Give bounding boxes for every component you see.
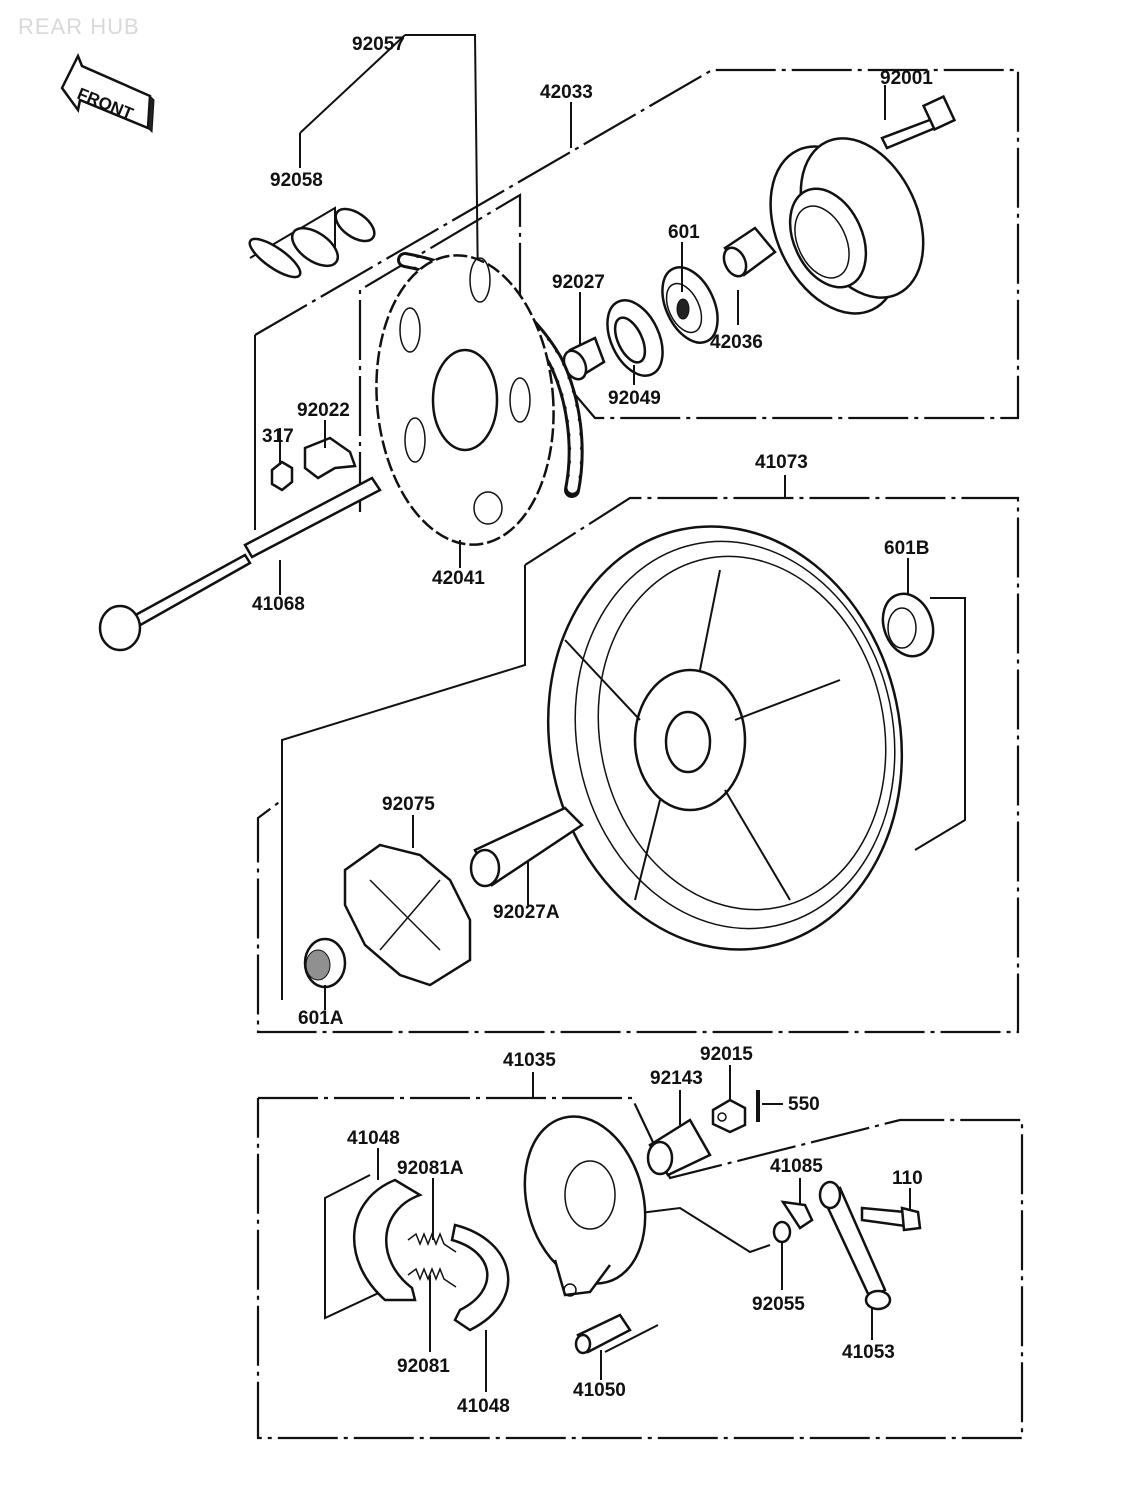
part-label-92027A[interactable]: 92027A <box>493 902 560 923</box>
part-label-317[interactable]: 317 <box>262 426 294 447</box>
part-label-92001[interactable]: 92001 <box>880 68 933 89</box>
collar-92027A[interactable] <box>469 806 584 888</box>
bearing-601B[interactable] <box>875 587 942 664</box>
part-label-41035[interactable]: 41035 <box>503 1050 556 1071</box>
part-label-41068[interactable]: 41068 <box>252 594 305 615</box>
part-label-42036[interactable]: 42036 <box>710 332 763 353</box>
oil-seal-92049[interactable] <box>596 292 673 385</box>
part-label-601A[interactable]: 601A <box>298 1008 344 1029</box>
part-label-550[interactable]: 550 <box>788 1094 820 1115</box>
diagram-title: REAR HUB <box>18 14 140 39</box>
bearing-601A[interactable] <box>303 937 347 989</box>
part-label-42033[interactable]: 42033 <box>540 82 593 103</box>
part-label-41048-bottom[interactable]: 41048 <box>457 1396 510 1417</box>
part-label-92049[interactable]: 92049 <box>608 388 661 409</box>
spring-92081A[interactable] <box>407 1231 457 1253</box>
brake-panel-41035[interactable] <box>507 1103 663 1297</box>
lock-washer-92022[interactable] <box>303 436 357 480</box>
part-label-41053[interactable]: 41053 <box>842 1342 895 1363</box>
brake-cam-41050[interactable] <box>574 1313 632 1355</box>
part-label-92015[interactable]: 92015 <box>700 1044 753 1065</box>
brake-shoe-41048-right[interactable] <box>450 1223 510 1332</box>
nut-92015[interactable] <box>711 1098 747 1134</box>
chain-joint-92058[interactable] <box>245 203 380 284</box>
part-label-601B[interactable]: 601B <box>884 538 929 559</box>
collar-92143[interactable] <box>646 1118 712 1177</box>
part-label-92057[interactable]: 92057 <box>352 34 405 55</box>
hub-damper-92075[interactable] <box>343 843 472 987</box>
part-label-41050[interactable]: 41050 <box>573 1380 626 1401</box>
brake-lever-41053[interactable] <box>818 1180 892 1311</box>
part-label-92055[interactable]: 92055 <box>752 1294 805 1315</box>
bolt-92001[interactable] <box>880 94 957 150</box>
wear-indicator-41085[interactable] <box>780 1200 814 1230</box>
spring-92081[interactable] <box>407 1266 457 1288</box>
part-label-92143[interactable]: 92143 <box>650 1068 703 1089</box>
part-label-41073[interactable]: 41073 <box>755 452 808 473</box>
rear-wheel-41073[interactable] <box>510 493 941 982</box>
brake-shoe-41048-left[interactable] <box>353 1178 423 1302</box>
part-label-92027[interactable]: 92027 <box>552 272 605 293</box>
sprocket-42041[interactable] <box>365 248 566 552</box>
front-direction-arrow-icon: FRONT <box>60 52 155 134</box>
part-label-41048-top[interactable]: 41048 <box>347 1128 400 1149</box>
part-label-92081[interactable]: 92081 <box>397 1356 450 1377</box>
part-label-92081A[interactable]: 92081A <box>397 1158 464 1179</box>
part-label-110[interactable]: 110 <box>892 1168 923 1189</box>
part-label-92058[interactable]: 92058 <box>270 170 323 191</box>
part-label-42041[interactable]: 42041 <box>432 568 485 589</box>
part-label-92022[interactable]: 92022 <box>297 400 350 421</box>
part-label-92075[interactable]: 92075 <box>382 794 435 815</box>
bearing-601[interactable] <box>651 259 728 352</box>
part-label-601[interactable]: 601 <box>668 222 700 243</box>
collar-42036[interactable] <box>720 226 777 280</box>
bolt-110[interactable] <box>860 1206 922 1232</box>
nut-317[interactable] <box>270 460 294 492</box>
sprocket-hub-42033[interactable] <box>745 119 947 335</box>
o-ring-92055[interactable] <box>772 1220 792 1244</box>
part-label-41085[interactable]: 41085 <box>770 1156 823 1177</box>
axle-41068[interactable] <box>98 476 382 652</box>
